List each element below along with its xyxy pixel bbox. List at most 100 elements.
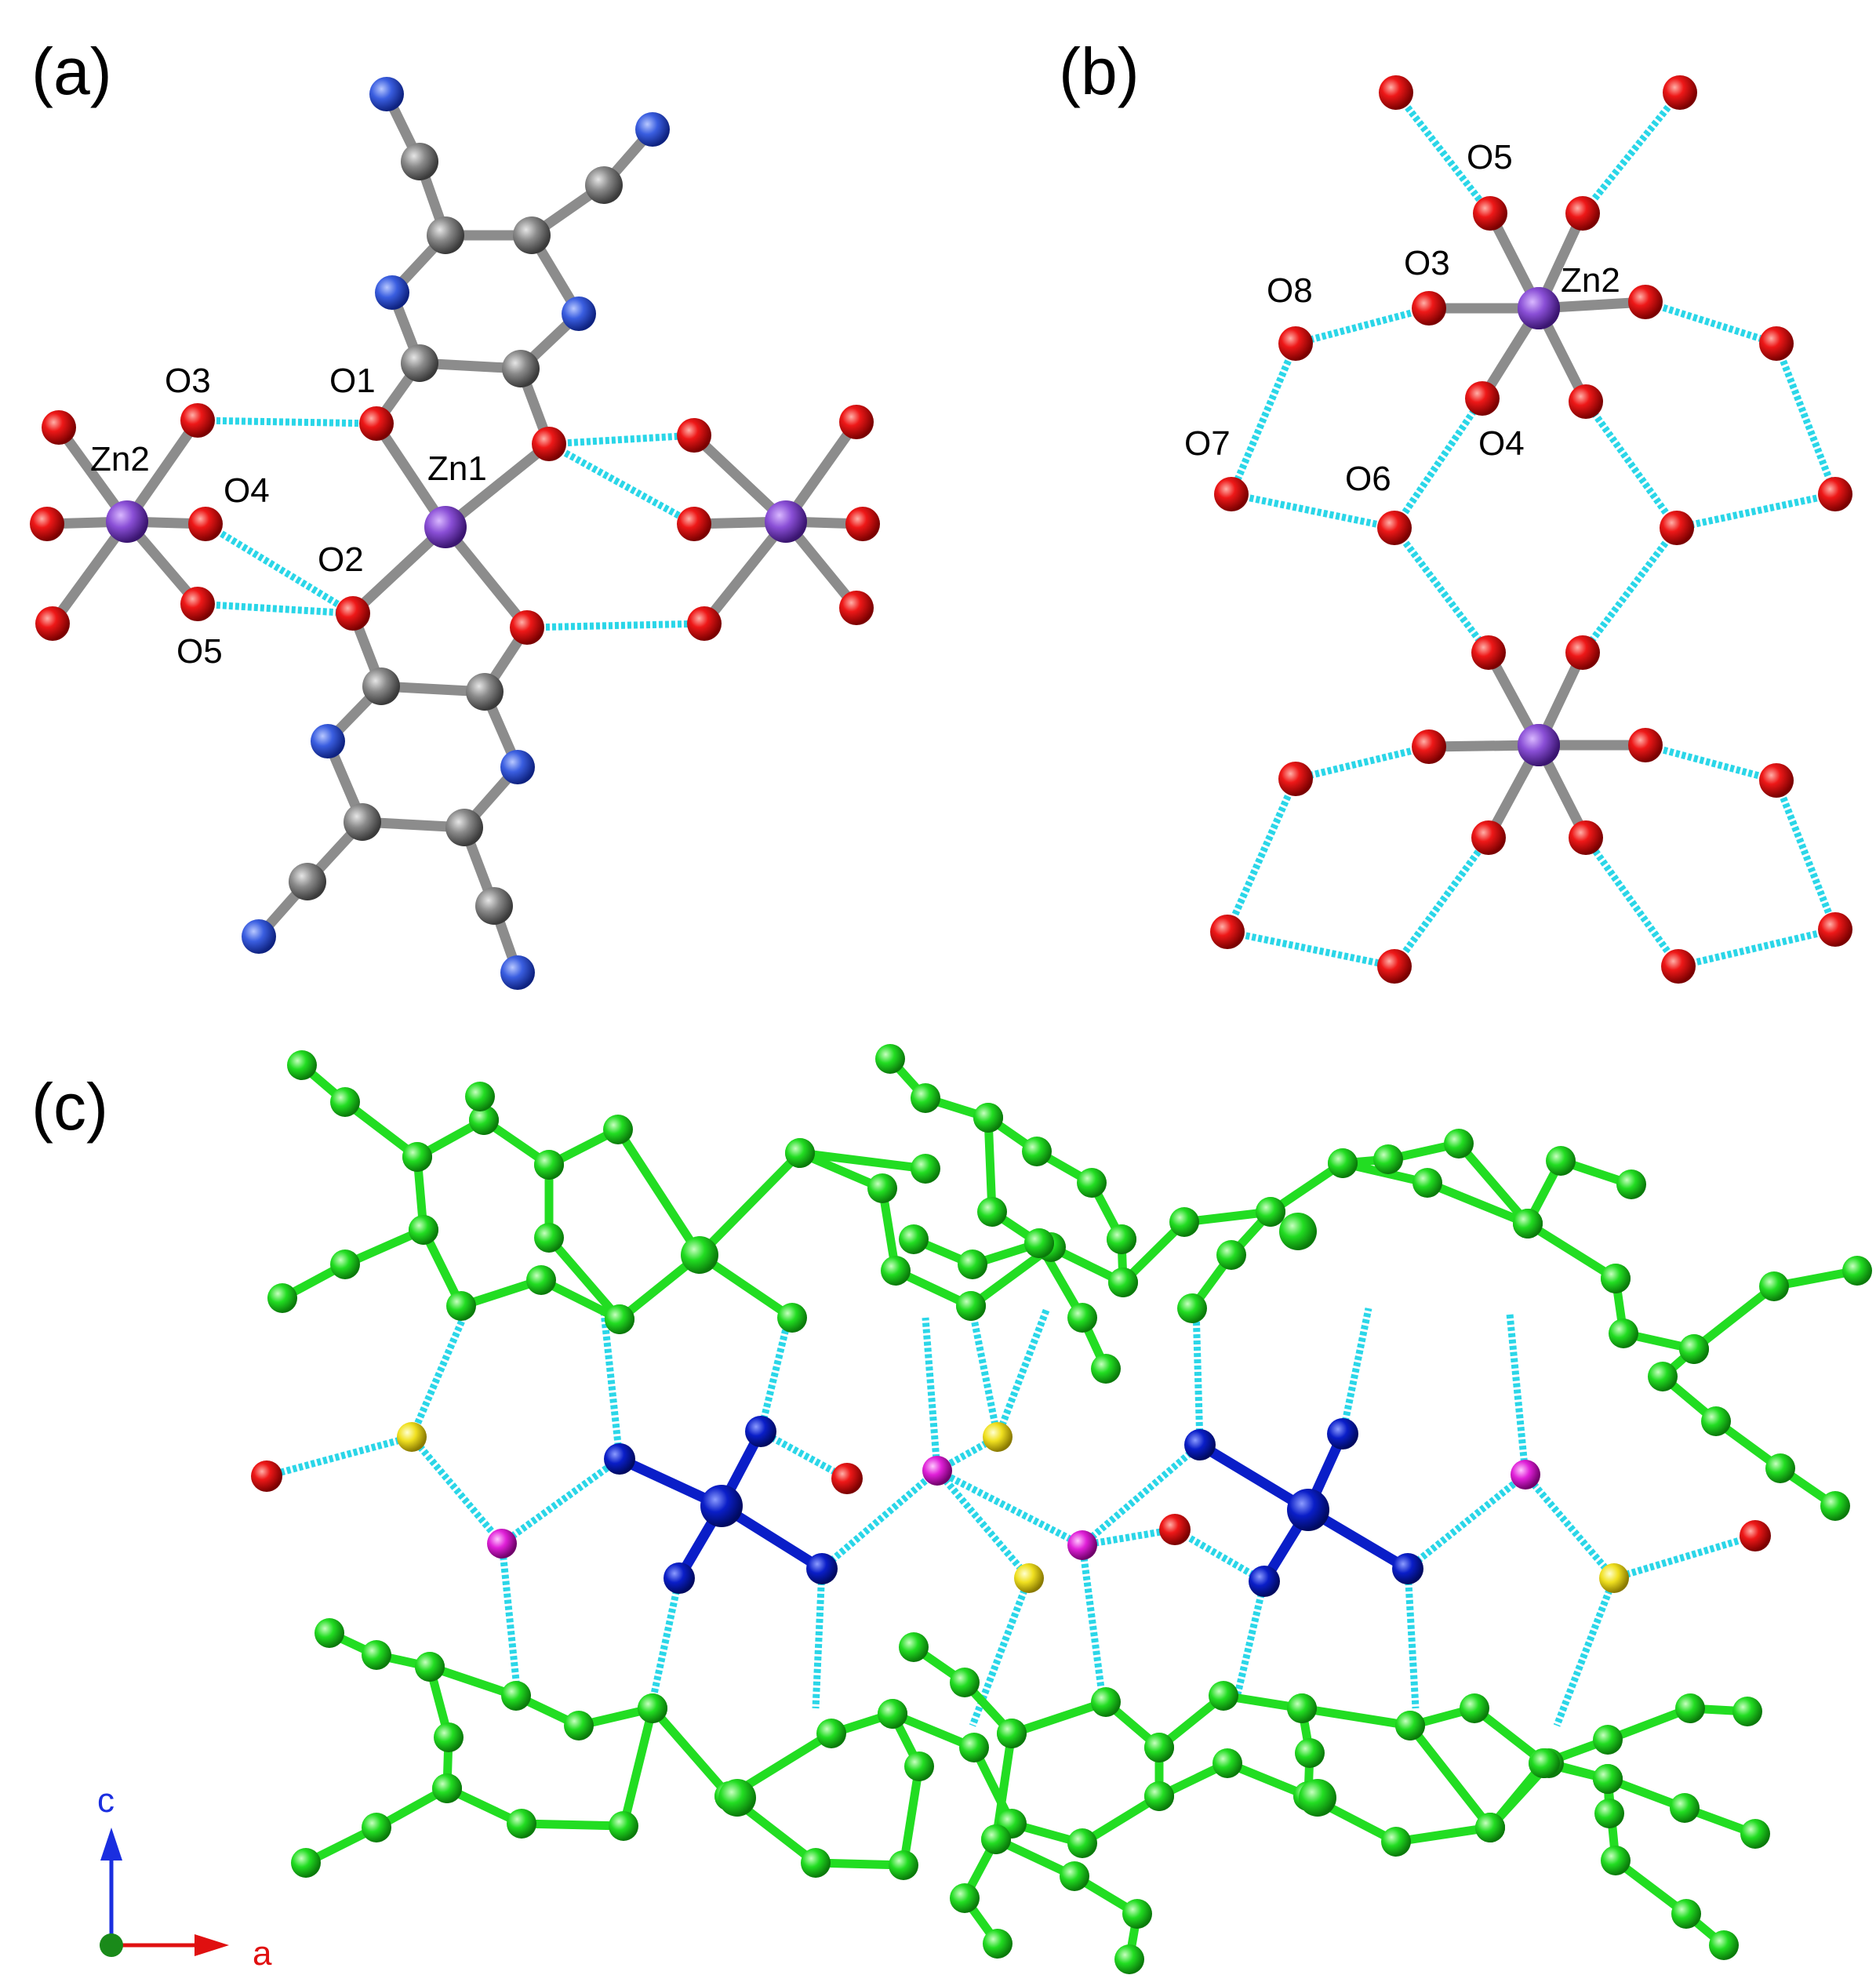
network-atom <box>362 1813 391 1842</box>
network-atom <box>1679 1334 1709 1364</box>
hydrogen-bond <box>197 600 354 617</box>
oxygen-atom <box>1278 326 1313 361</box>
hydrogen-bond <box>647 1577 683 1709</box>
oxygen-atom <box>1569 384 1603 419</box>
hydrogen-bond <box>409 1435 505 1546</box>
carbon-atom <box>362 667 400 705</box>
network-atom <box>409 1215 438 1245</box>
blue-atom <box>1327 1418 1358 1449</box>
network-atom <box>1067 1303 1097 1333</box>
network-atom <box>1060 1861 1089 1891</box>
network-atom <box>1256 1197 1285 1227</box>
network-atom <box>1279 1213 1317 1250</box>
oxygen-atom <box>1159 1514 1191 1545</box>
nitrogen-atom <box>562 296 596 331</box>
oxygen-atom <box>251 1460 282 1492</box>
network-atom <box>816 1719 846 1748</box>
network-atom <box>950 1668 980 1697</box>
network-atom <box>1593 1764 1623 1794</box>
oxygen-atom <box>839 405 874 439</box>
network-atom <box>718 1779 756 1817</box>
oxygen-atom <box>35 606 70 641</box>
network-atom <box>1709 1930 1739 1960</box>
hydrogen-bond <box>547 441 696 527</box>
network-atom <box>605 1304 634 1334</box>
network-atom <box>1144 1781 1174 1811</box>
network-atom <box>911 1083 940 1113</box>
network-atom <box>1067 1828 1097 1858</box>
zinc-atom <box>1518 724 1560 766</box>
network-atom <box>1108 1268 1138 1297</box>
network-atom <box>867 1173 897 1203</box>
network-atom <box>785 1138 815 1168</box>
carbon-atom <box>344 803 381 841</box>
network-atom <box>638 1693 667 1723</box>
oxygen-atom <box>1661 949 1696 984</box>
network-atom <box>875 1044 905 1074</box>
oxygen-atom <box>1818 912 1852 947</box>
network-atom <box>1287 1693 1317 1723</box>
label-o3-b: O3 <box>1404 244 1450 282</box>
network-atom <box>603 1115 633 1144</box>
hydrogen-bond <box>526 620 705 631</box>
network-atom <box>777 1303 807 1333</box>
hydrogen-bond <box>757 1318 792 1433</box>
hydrogen-bond <box>934 1468 1032 1580</box>
bond <box>425 1662 521 1700</box>
network-atom <box>564 1711 594 1740</box>
oxygen-atom <box>510 610 544 645</box>
oxygen-atom <box>1569 820 1603 855</box>
network-atom <box>1122 1899 1152 1929</box>
hydrogen-bond <box>498 1543 522 1697</box>
hydrogen-bond <box>1772 342 1839 496</box>
water-yellow-atom <box>397 1422 427 1452</box>
bond <box>544 1233 624 1324</box>
label-o7-b: O7 <box>1184 424 1231 463</box>
water-yellow-atom <box>1014 1563 1044 1593</box>
network-atom <box>432 1773 462 1803</box>
network-atom <box>469 1105 499 1135</box>
hydrogen-bond <box>1405 1471 1528 1572</box>
axis-indicator: c a <box>97 1781 272 1973</box>
oxygen-atom <box>1628 728 1663 762</box>
bond <box>983 1113 997 1217</box>
network-atom <box>609 1811 638 1841</box>
label-o1: O1 <box>329 362 376 400</box>
network-atom <box>973 1103 1003 1133</box>
hydrogen-bond <box>1227 342 1300 496</box>
bond <box>648 1704 734 1801</box>
hydrogen-bond <box>548 431 695 448</box>
hydrogen-bond <box>1772 779 1839 931</box>
carbon-atom <box>445 809 483 846</box>
label-o6-b: O6 <box>1345 460 1391 498</box>
panel-a-atoms <box>30 77 880 990</box>
carbon-atom <box>427 216 464 254</box>
network-atom <box>1475 1813 1505 1842</box>
hydrogen-bond <box>758 1428 849 1482</box>
label-zn2-b: Zn2 <box>1561 261 1620 300</box>
network-atom <box>1460 1693 1489 1723</box>
network-atom <box>950 1883 980 1913</box>
carbon-atom <box>401 143 438 180</box>
water-yellow-atom <box>983 1422 1013 1452</box>
blue-atom <box>806 1553 838 1584</box>
zinc-atom <box>106 500 148 543</box>
hydrogen-bond <box>1677 926 1837 970</box>
bond <box>1078 1791 1164 1848</box>
bond <box>795 1148 930 1173</box>
nitrogen-atom <box>635 112 670 147</box>
hydrogen-bond <box>969 1311 1002 1438</box>
hydrogen-bond <box>203 521 355 617</box>
bond <box>1523 1219 1620 1283</box>
network-atom <box>1675 1693 1705 1723</box>
network-atom <box>330 1087 360 1117</box>
label-o8-b: O8 <box>1267 271 1313 310</box>
oxygen-atom <box>1412 291 1446 326</box>
network-atom <box>1395 1711 1425 1740</box>
oxygen-atom <box>1565 635 1600 670</box>
hydrogen-bond <box>1339 1308 1372 1435</box>
oxygen-atom <box>1473 196 1507 231</box>
network-atom <box>1177 1293 1207 1323</box>
panel-c: (c) <box>31 1044 1872 1974</box>
network-atom <box>1212 1748 1242 1778</box>
